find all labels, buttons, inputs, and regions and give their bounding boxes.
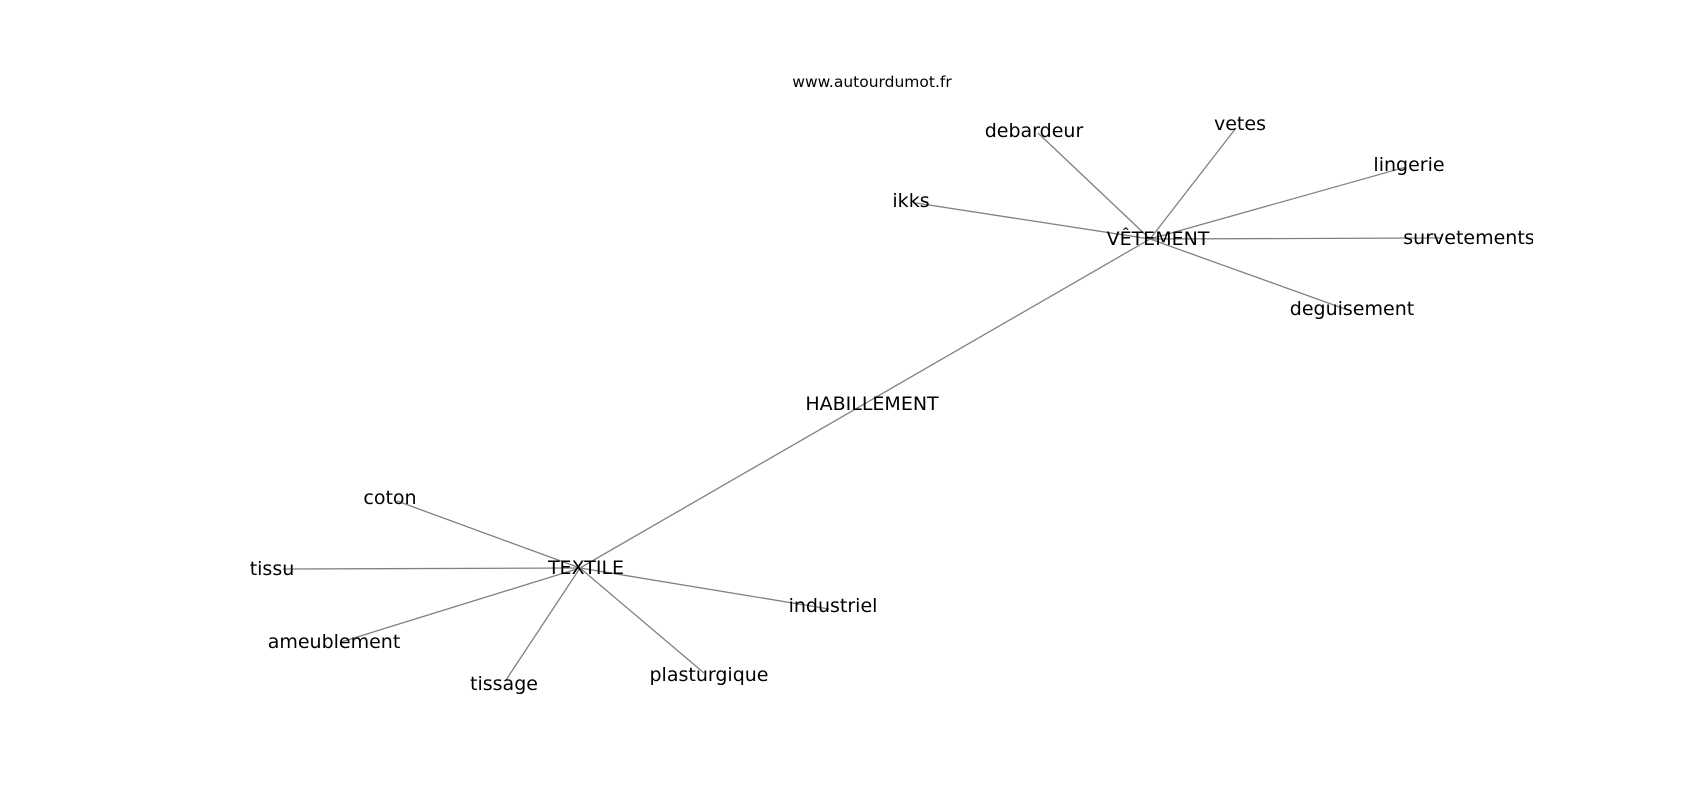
edge-vetement-deguisement xyxy=(1149,238,1346,310)
edge-textile-tissu xyxy=(282,567,581,570)
edge-textile-ameublement xyxy=(340,567,581,643)
node-label-textile[interactable]: TEXTILE xyxy=(547,557,624,579)
edge-vetement-vetes xyxy=(1149,127,1237,240)
node-label-ameublement[interactable]: ameublement xyxy=(268,631,401,653)
node-label-lingerie[interactable]: lingerie xyxy=(1373,154,1444,176)
graph-edges xyxy=(282,127,1443,681)
edge-vetement-ikks xyxy=(915,202,1151,240)
edge-vetement-lingerie xyxy=(1149,166,1407,240)
node-label-habillement[interactable]: HABILLEMENT xyxy=(805,393,939,415)
edge-vetement-debardeur xyxy=(1037,132,1151,240)
node-label-vetes[interactable]: vetes xyxy=(1214,113,1266,135)
node-label-tissu[interactable]: tissu xyxy=(250,558,295,580)
node-label-industriel[interactable]: industriel xyxy=(789,595,878,617)
edge-textile-vetement xyxy=(579,238,1151,569)
watermark-url: www.autourdumot.fr xyxy=(792,73,952,91)
node-label-debardeur[interactable]: debardeur xyxy=(985,120,1084,142)
node-label-plasturgique[interactable]: plasturgique xyxy=(650,664,769,686)
node-label-survetements[interactable]: survetements xyxy=(1403,227,1534,249)
edge-textile-tissage xyxy=(505,567,581,681)
edge-textile-plasturgique xyxy=(579,567,705,674)
node-label-deguisement[interactable]: deguisement xyxy=(1290,298,1414,320)
node-label-tissage[interactable]: tissage xyxy=(470,673,538,695)
node-label-ikks[interactable]: ikks xyxy=(892,190,929,212)
edge-textile-coton xyxy=(396,500,581,569)
node-label-vetement[interactable]: VÊTEMENT xyxy=(1107,227,1210,250)
node-label-coton[interactable]: coton xyxy=(363,487,416,509)
edge-vetement-survetements xyxy=(1149,237,1443,240)
edge-textile-industriel xyxy=(579,567,830,610)
graph-labels: HABILLEMENT VÊTEMENT TEXTILE debardeur vetes… xyxy=(250,113,1534,695)
